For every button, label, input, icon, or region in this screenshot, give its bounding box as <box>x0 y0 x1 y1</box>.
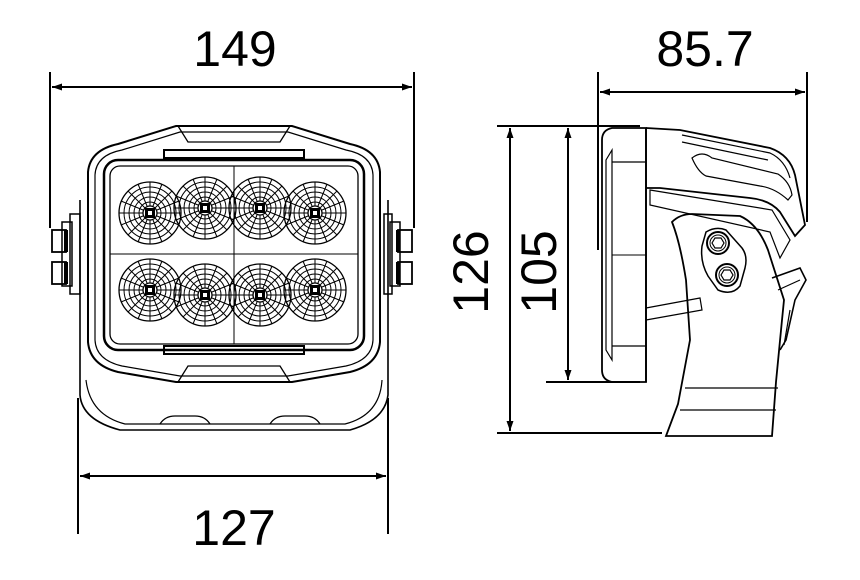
led-1 <box>118 181 182 245</box>
dimension-label-housing-height: 105 <box>511 230 567 313</box>
dimension-127: 127 <box>77 398 389 556</box>
bolt-lower <box>715 263 739 287</box>
dimension-label-bracket-width: 127 <box>192 500 275 556</box>
led-4 <box>283 181 347 245</box>
dimension-label-depth: 85.7 <box>656 21 753 77</box>
mounting-knob-left <box>51 213 81 295</box>
dimension-126: 126 <box>443 125 662 434</box>
mounting-knob-right <box>383 213 413 295</box>
led-6 <box>173 263 237 327</box>
led-3 <box>228 176 292 240</box>
front-view: 149 <box>49 21 415 556</box>
dimension-149: 149 <box>49 21 415 228</box>
led-array <box>118 176 347 327</box>
dimension-label-width: 149 <box>193 21 276 77</box>
led-8 <box>283 258 347 322</box>
led-2 <box>173 176 237 240</box>
side-view: 85.7 126 105 <box>443 21 808 437</box>
led-5 <box>118 258 182 322</box>
dimension-85-7: 85.7 <box>597 21 808 250</box>
dimension-label-height: 126 <box>443 230 499 313</box>
dimension-105: 105 <box>511 128 640 383</box>
led-7 <box>228 263 292 327</box>
bolt-upper <box>706 231 730 255</box>
